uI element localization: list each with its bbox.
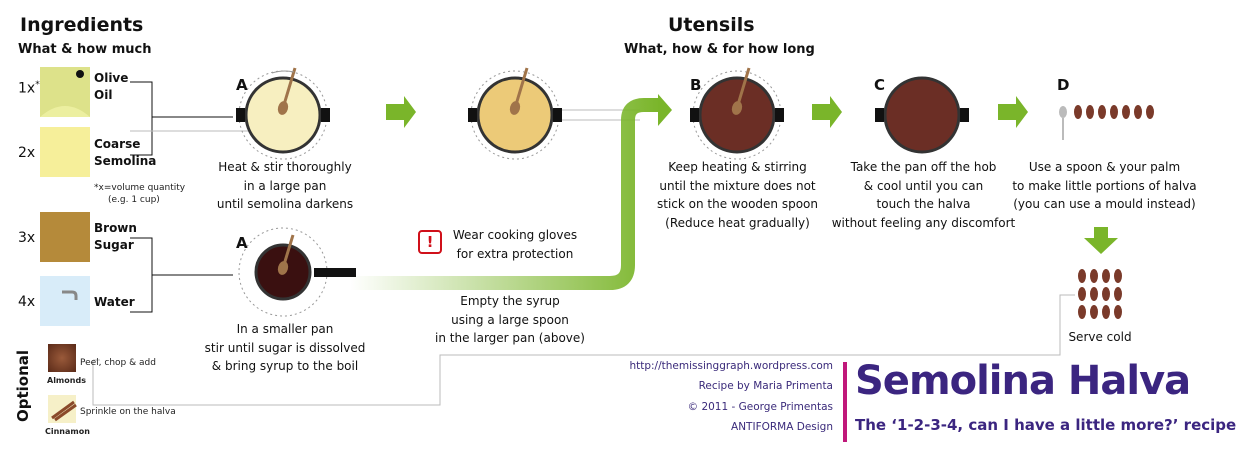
sugar-swatch	[40, 212, 90, 262]
step-a-bottom-letter: A	[236, 234, 248, 252]
arrow-right-syrup	[658, 94, 672, 126]
page-subtitle: The ‘1-2-3-4, can I have a little more?’…	[855, 416, 1236, 434]
warning-icon: !	[426, 233, 434, 251]
step-c-letter: C	[874, 76, 886, 94]
footnote-example: (e.g. 1 cup)	[108, 195, 160, 205]
step-b-letter: B	[690, 76, 702, 94]
utensils-title: Utensils	[668, 14, 755, 36]
multiplier-water: 4x	[18, 294, 36, 310]
ingredients-subtitle: What & how much	[18, 42, 152, 57]
credit-url[interactable]: http://themissinggraph.wordpress.com	[629, 360, 833, 372]
step-d-letter: D	[1057, 76, 1070, 94]
pan-b	[690, 67, 784, 160]
pan-a-bottom	[238, 227, 356, 317]
multiplier-semolina: 2x	[18, 145, 36, 161]
page-title: Semolina Halva	[855, 358, 1191, 404]
multiplier-sugar: 3x	[18, 230, 36, 246]
semolina-swatch	[40, 127, 90, 177]
title-accent-bar	[843, 362, 847, 442]
pan-c	[875, 76, 969, 154]
bracket-oil-semolina	[130, 81, 153, 156]
step-c-text: Take the pan off the hob& cool until you…	[831, 160, 1016, 230]
credit-recipe: Recipe by Maria Primenta	[698, 380, 833, 392]
ingredient-brackets	[130, 81, 233, 313]
pan-a-top	[236, 67, 330, 160]
almonds-action: Peel, chop & add	[80, 358, 156, 368]
optional-connector	[92, 294, 1075, 406]
almonds-swatch	[48, 344, 76, 372]
cinnamon-label: Cinnamon	[45, 427, 90, 436]
recipe-diagram-graphics	[40, 67, 1154, 442]
multiplier-oil: 1x*	[18, 80, 40, 97]
arrow-right-2	[812, 96, 842, 128]
ingredient-water: Water	[94, 295, 135, 309]
optional-label: Optional	[14, 349, 32, 422]
halva-portions-row	[1059, 105, 1154, 140]
credit-design: ANTIFORMA Design	[731, 421, 833, 433]
cinnamon-action: Sprinkle on the halva	[80, 407, 176, 417]
step-a-top-letter: A	[236, 76, 248, 94]
almonds-label: Almonds	[47, 376, 86, 385]
syrup-flow-bar	[350, 98, 660, 290]
credit-copyright: © 2011 - George Primentas	[687, 401, 833, 413]
utensils-subtitle: What, how & for how long	[624, 42, 815, 57]
serve-cold-label: Serve cold	[1068, 330, 1132, 344]
water-swatch	[40, 276, 90, 326]
arrow-down	[1084, 227, 1118, 254]
footnote-volume: *x=volume quantity	[94, 183, 186, 193]
arrow-right-1	[386, 96, 416, 128]
warning-icon-frame	[418, 230, 442, 254]
halva-portions-cluster	[1078, 269, 1122, 319]
pan-a-middle	[468, 67, 562, 160]
arrow-right-3	[998, 96, 1028, 128]
ingredients-title: Ingredients	[20, 14, 144, 36]
